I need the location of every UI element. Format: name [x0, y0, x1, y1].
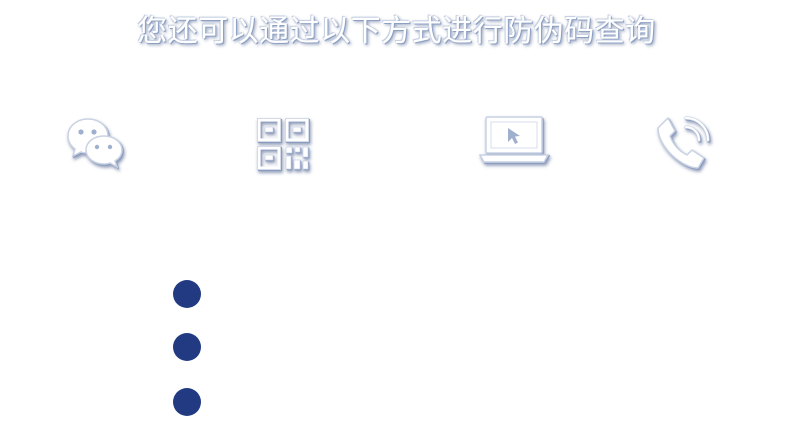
- bullet-point: [173, 280, 201, 308]
- phone-call-icon[interactable]: [654, 115, 712, 173]
- page-headline: 您还可以通过以下方式进行防伪码查询: [137, 14, 656, 49]
- bullet-point: [173, 388, 201, 416]
- qr-code-icon[interactable]: [257, 118, 311, 172]
- wechat-icon[interactable]: [66, 116, 126, 170]
- bullet-point: [173, 333, 201, 361]
- laptop-icon[interactable]: [478, 115, 550, 165]
